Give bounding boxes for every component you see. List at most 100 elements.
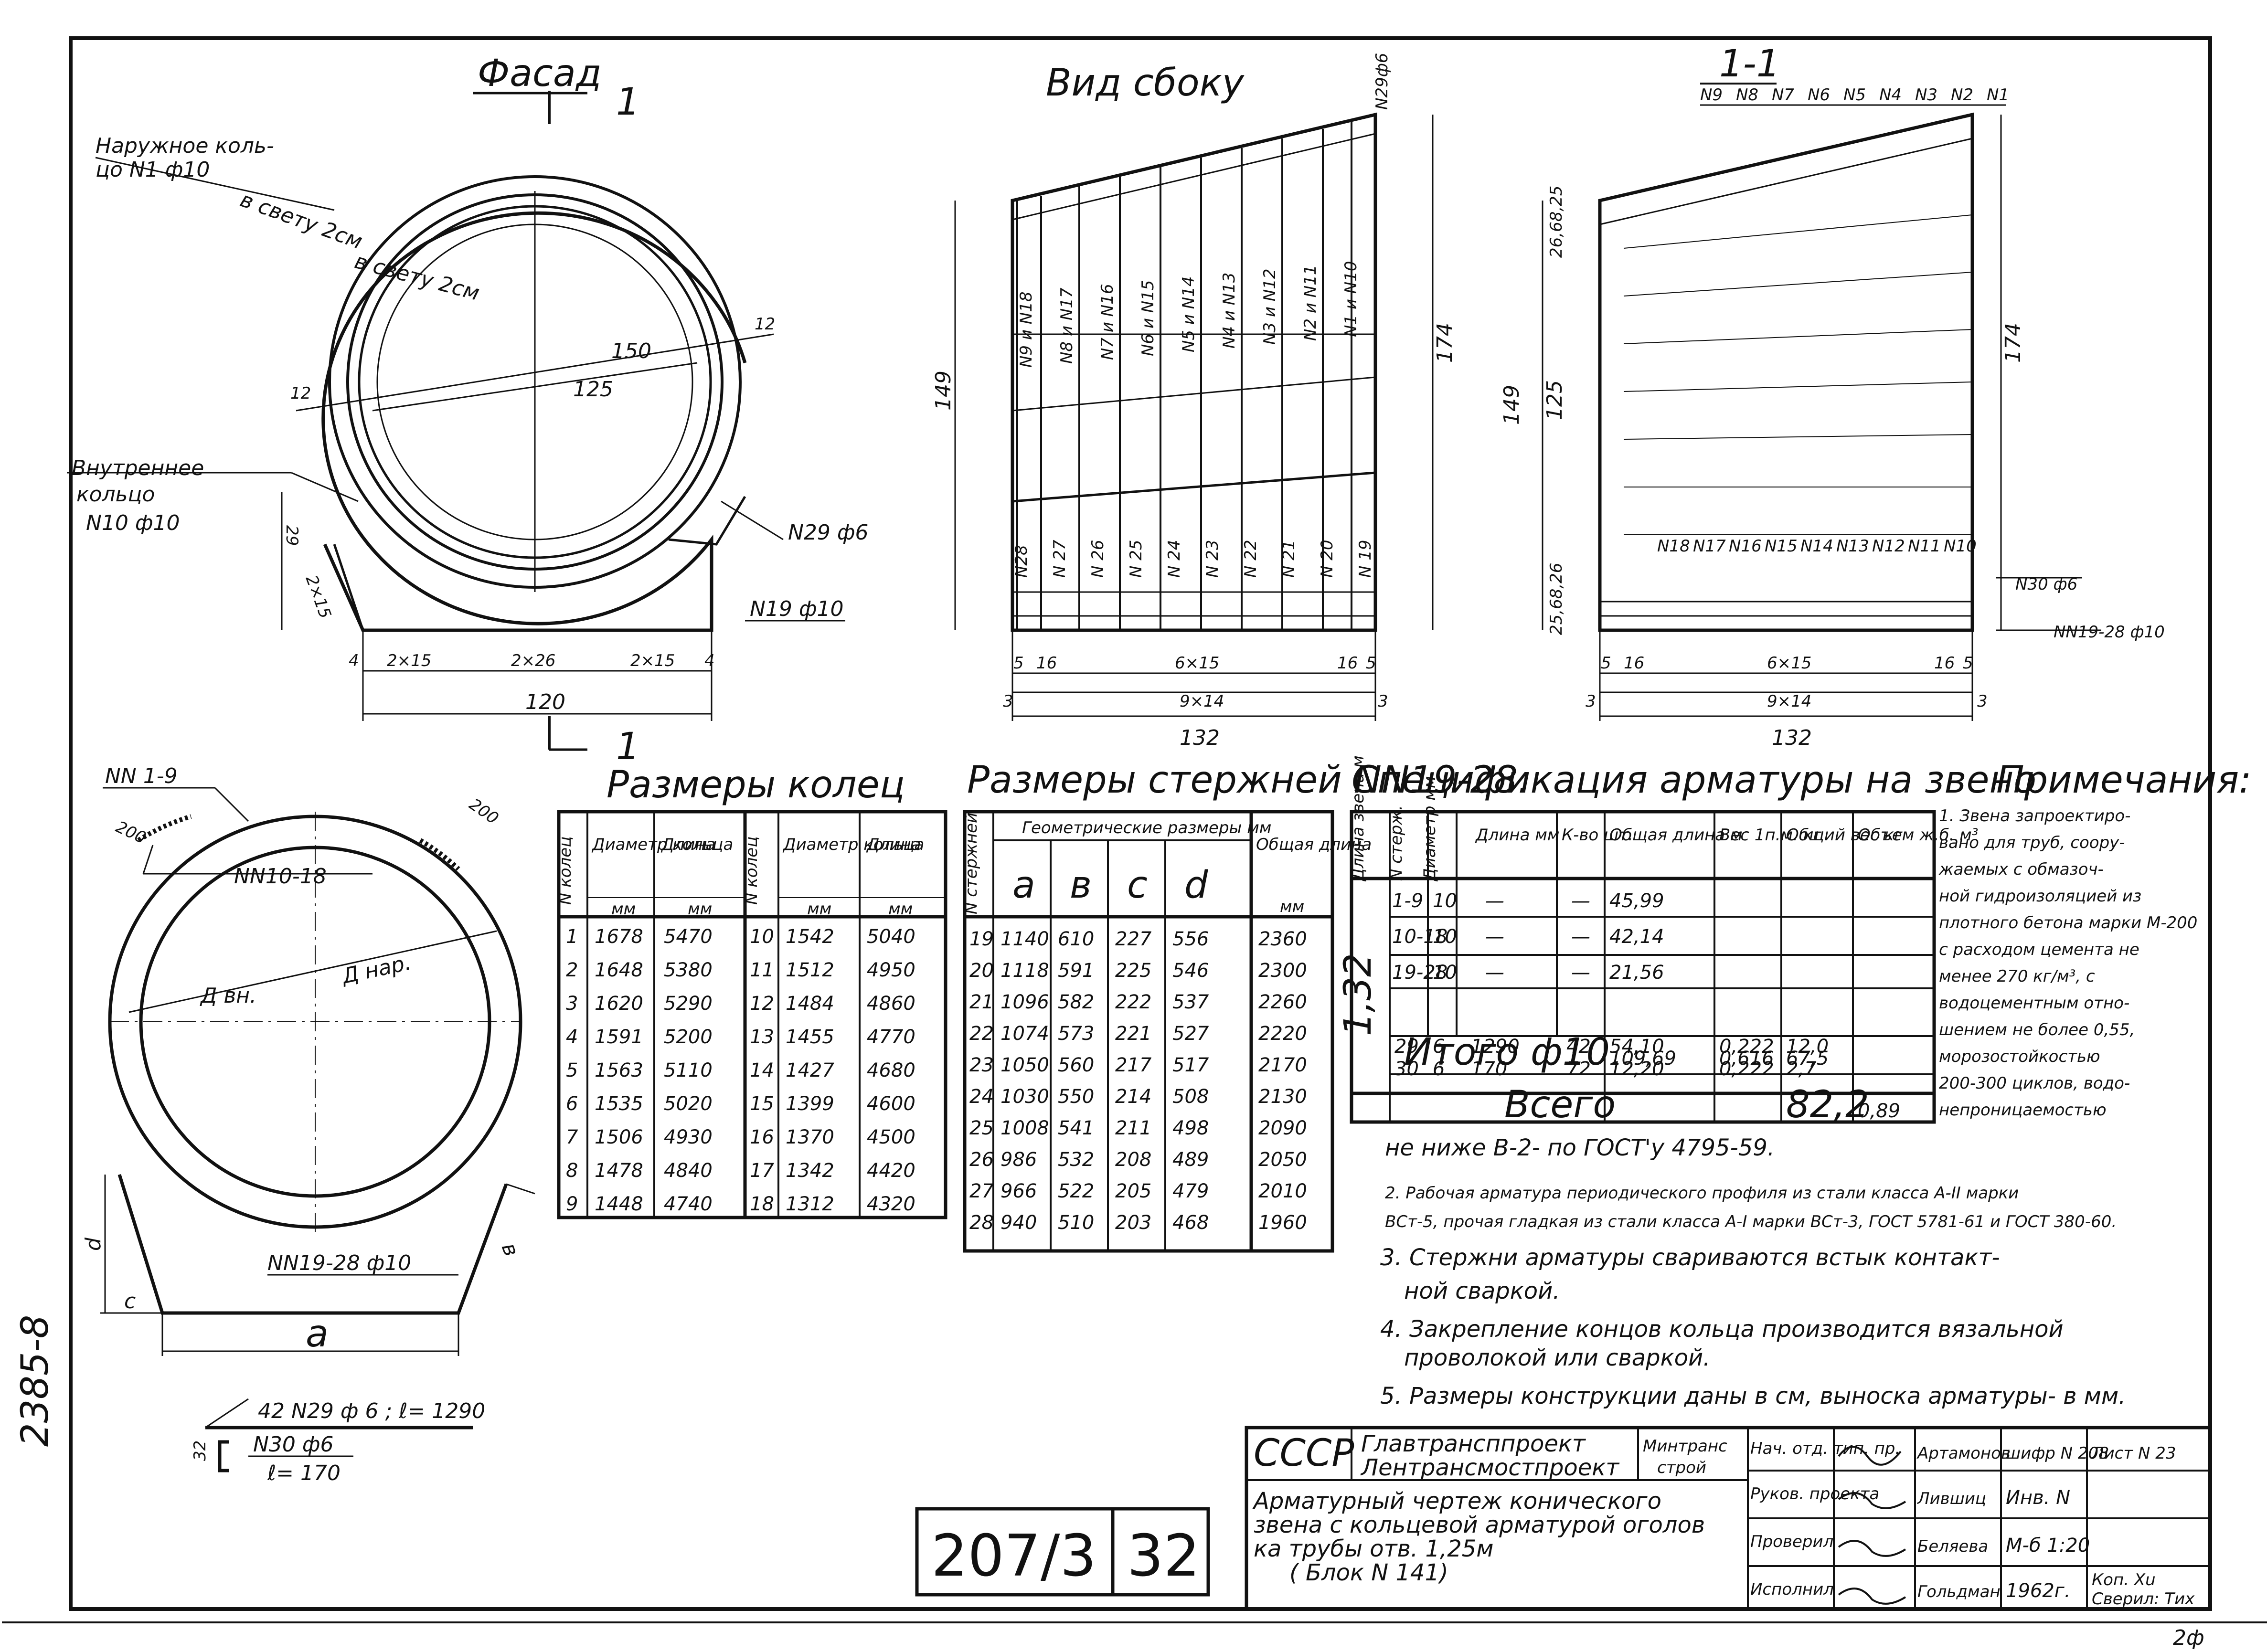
rod-cell: 537 bbox=[1172, 991, 1209, 1013]
rod-col-header: c bbox=[1127, 864, 1148, 907]
ring-th-n1: N колец bbox=[556, 837, 575, 905]
side-dim-5a: 5 bbox=[1013, 654, 1024, 673]
section-dim-bottom: 25,68,26 bbox=[1547, 563, 1566, 635]
rod-cell: 22 bbox=[969, 1023, 994, 1045]
note-1-line: менее 270 кг/м³, с bbox=[1939, 967, 2095, 986]
stamp-ussr: СССР bbox=[1254, 1432, 1354, 1475]
spec-itogo-len: 109,69 bbox=[1609, 1048, 1676, 1070]
stamp-org-1: Главтрансппроект bbox=[1361, 1430, 1586, 1457]
rod-cell: 550 bbox=[1058, 1086, 1094, 1108]
spec-cell: 1-9 bbox=[1392, 890, 1423, 912]
rod-cell: 1960 bbox=[1258, 1212, 1307, 1234]
rod-cell: 26 bbox=[969, 1149, 994, 1171]
outer-ring-label: Наружное коль- bbox=[96, 134, 274, 158]
rod-cell: 222 bbox=[1115, 991, 1151, 1013]
dim-120: 120 bbox=[525, 690, 565, 714]
rod-cell: 479 bbox=[1172, 1180, 1209, 1202]
spec-cell: — bbox=[1571, 890, 1590, 912]
lower-bar-label: N 19 bbox=[1356, 540, 1375, 578]
lower-bar-label: N 24 bbox=[1165, 540, 1184, 578]
rod-cell: 203 bbox=[1115, 1212, 1151, 1234]
rings-title: Размеры колец bbox=[607, 763, 905, 806]
ring-cell: 4950 bbox=[867, 959, 915, 981]
rod-cell: 2220 bbox=[1258, 1023, 1307, 1045]
title-block-text: СССР Главтрансппроект Лентрансмостпроект… bbox=[931, 1430, 2195, 1609]
rod-cell: 541 bbox=[1058, 1117, 1094, 1139]
rod-col-header: d bbox=[1184, 864, 1208, 907]
stamp-name-3: Беляева bbox=[1917, 1537, 1988, 1556]
bar29-label: 42 N29 ф 6 ; ℓ= 1290 bbox=[258, 1399, 485, 1423]
note-1-line: плотного бетона марки М-200 bbox=[1939, 913, 2197, 932]
note-1-line: 200-300 циклов, водо- bbox=[1939, 1074, 2130, 1093]
rod-c: c bbox=[124, 1289, 136, 1313]
upper-bar-label: N1 и N10 bbox=[1341, 261, 1361, 337]
rod-cell: 2300 bbox=[1258, 960, 1307, 982]
rod-cell: 2170 bbox=[1258, 1054, 1307, 1076]
ring-12-right: 12 bbox=[755, 315, 775, 334]
section-dim-5a: 5 bbox=[1601, 654, 1611, 673]
n19-label: N19 ф10 bbox=[750, 597, 844, 621]
rings-d-outer: Д нар. bbox=[339, 951, 413, 989]
rod-cell: 205 bbox=[1115, 1180, 1151, 1202]
rod-cell: 2130 bbox=[1258, 1086, 1307, 1108]
spec-th-5: Общая длина м bbox=[1609, 826, 1743, 845]
section-dim-16b: 16 bbox=[1934, 654, 1955, 673]
section-dim-top: 26,68,25 bbox=[1547, 186, 1566, 258]
rod-th-unit: мм bbox=[1280, 897, 1304, 916]
spec-cell: 10 bbox=[1433, 962, 1457, 984]
note-1-line: 1. Звена запроектиро- bbox=[1939, 806, 2130, 826]
stamp-title-1: Арматурный чертеж конического bbox=[1252, 1488, 1661, 1514]
rod-cell: 522 bbox=[1058, 1180, 1094, 1202]
upper-bar-label: N7 и N16 bbox=[1098, 284, 1117, 360]
stamp-inv: Инв. N bbox=[2006, 1487, 2070, 1509]
spec-cell: 42,14 bbox=[1609, 926, 1664, 948]
spec-cell-2: 29 bbox=[1394, 1036, 1419, 1058]
spec-vsego-vol: 0,89 bbox=[1858, 1100, 1900, 1122]
note-1-line: непроницаемостью bbox=[1939, 1101, 2107, 1120]
ring-th-n2: N колец bbox=[742, 837, 761, 905]
rod-cell: 527 bbox=[1172, 1023, 1209, 1045]
note-3-line2: ной сваркой. bbox=[1404, 1278, 1560, 1304]
inner-ring-label-2: кольцо bbox=[76, 482, 155, 507]
spec-cell-2: 42 bbox=[1566, 1036, 1591, 1058]
stamp-ministry-2: строй bbox=[1657, 1458, 1706, 1477]
side-h174: 174 bbox=[1433, 323, 1457, 363]
ring-cell: 1542 bbox=[786, 926, 834, 948]
stamp-list: Лист N 23 bbox=[2091, 1444, 2176, 1463]
spec-cell-2: 30 bbox=[1394, 1058, 1419, 1080]
section-top-label: N1 bbox=[1987, 85, 2009, 105]
rod-cell: 2260 bbox=[1258, 991, 1307, 1013]
ring-cell: 8 bbox=[566, 1160, 578, 1182]
section-bottom-label: N18 bbox=[1657, 537, 1690, 556]
note-4-line2: проволокой или сваркой. bbox=[1404, 1345, 1710, 1371]
section-title: 1-1 bbox=[1719, 42, 1780, 85]
ring-cell: 1484 bbox=[786, 993, 834, 1015]
rod-cell: 591 bbox=[1058, 960, 1094, 982]
rod-table-cells: N стержней Геометрические размеры мм Общ… bbox=[962, 813, 1372, 1234]
spec-cell-2: 6 bbox=[1433, 1058, 1445, 1080]
rod-cell: 20 bbox=[969, 960, 994, 982]
ring-cell: 1399 bbox=[786, 1093, 834, 1115]
spec-cell: — bbox=[1485, 890, 1504, 912]
rod-cell: 468 bbox=[1172, 1212, 1209, 1234]
ring-cell: 1370 bbox=[786, 1126, 834, 1148]
rod-cell: 1008 bbox=[1000, 1117, 1049, 1139]
facade-view: Фасад 1 1 bbox=[67, 52, 845, 768]
note-1-line: жаемых с обмазоч- bbox=[1938, 860, 2104, 879]
rod-shape-label: NN19-28 ф10 bbox=[267, 1251, 411, 1275]
stamp-title-4: ( Блок N 141) bbox=[1289, 1559, 1448, 1586]
side-view: Вид сбоку bbox=[954, 62, 1434, 721]
ring-cell: 5110 bbox=[664, 1059, 713, 1081]
ring-cell: 4500 bbox=[867, 1126, 915, 1148]
ring-cell: 1342 bbox=[786, 1160, 834, 1182]
rod-cell: 227 bbox=[1115, 928, 1152, 950]
section-top-label: N2 bbox=[1951, 85, 1973, 105]
section-dim-5b: 5 bbox=[1963, 654, 1973, 673]
note-1: 1. Звена запроектиро-вано для труб, соор… bbox=[1938, 806, 2197, 1120]
